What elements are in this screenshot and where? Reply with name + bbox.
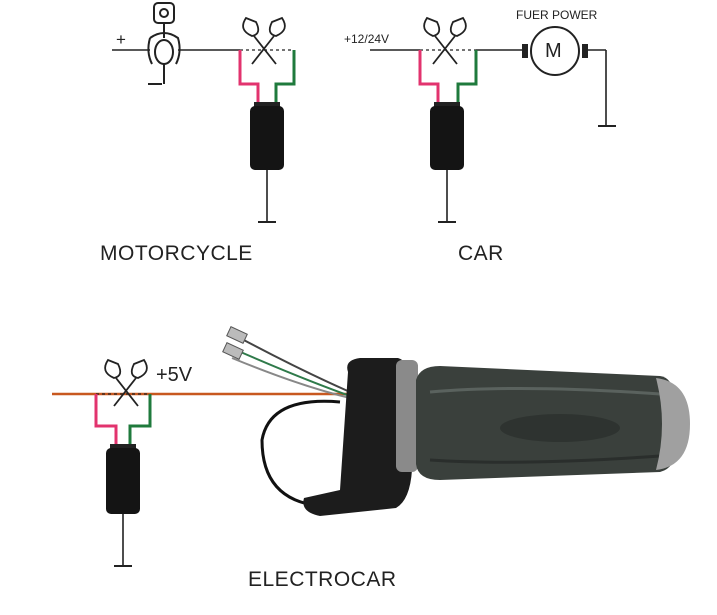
motor-label: M bbox=[545, 40, 562, 62]
voltage-electro-label: +5V bbox=[156, 364, 193, 386]
throttle-grip-image bbox=[222, 326, 690, 516]
fuel-pump-label: FUER POWER bbox=[516, 8, 598, 22]
motor-icon bbox=[522, 26, 588, 76]
caption-electrocar: ELECTROCAR bbox=[248, 568, 397, 591]
caption-motorcycle: MOTORCYCLE bbox=[100, 242, 253, 265]
car-circuit bbox=[370, 16, 616, 223]
throttle-sensor bbox=[430, 106, 464, 170]
voltage-car-label: +12/24V bbox=[344, 32, 390, 46]
scissors-icon bbox=[423, 16, 467, 65]
scissors-icon bbox=[104, 358, 148, 407]
ignition-key-icon bbox=[147, 2, 181, 85]
throttle-sensor bbox=[106, 448, 140, 514]
plus-label: + bbox=[116, 30, 126, 49]
caption-car: CAR bbox=[458, 242, 504, 265]
motorcycle-circuit bbox=[112, 2, 296, 223]
electrocar-circuit bbox=[52, 326, 690, 567]
scissors-icon bbox=[242, 16, 286, 65]
throttle-sensor bbox=[250, 106, 284, 170]
